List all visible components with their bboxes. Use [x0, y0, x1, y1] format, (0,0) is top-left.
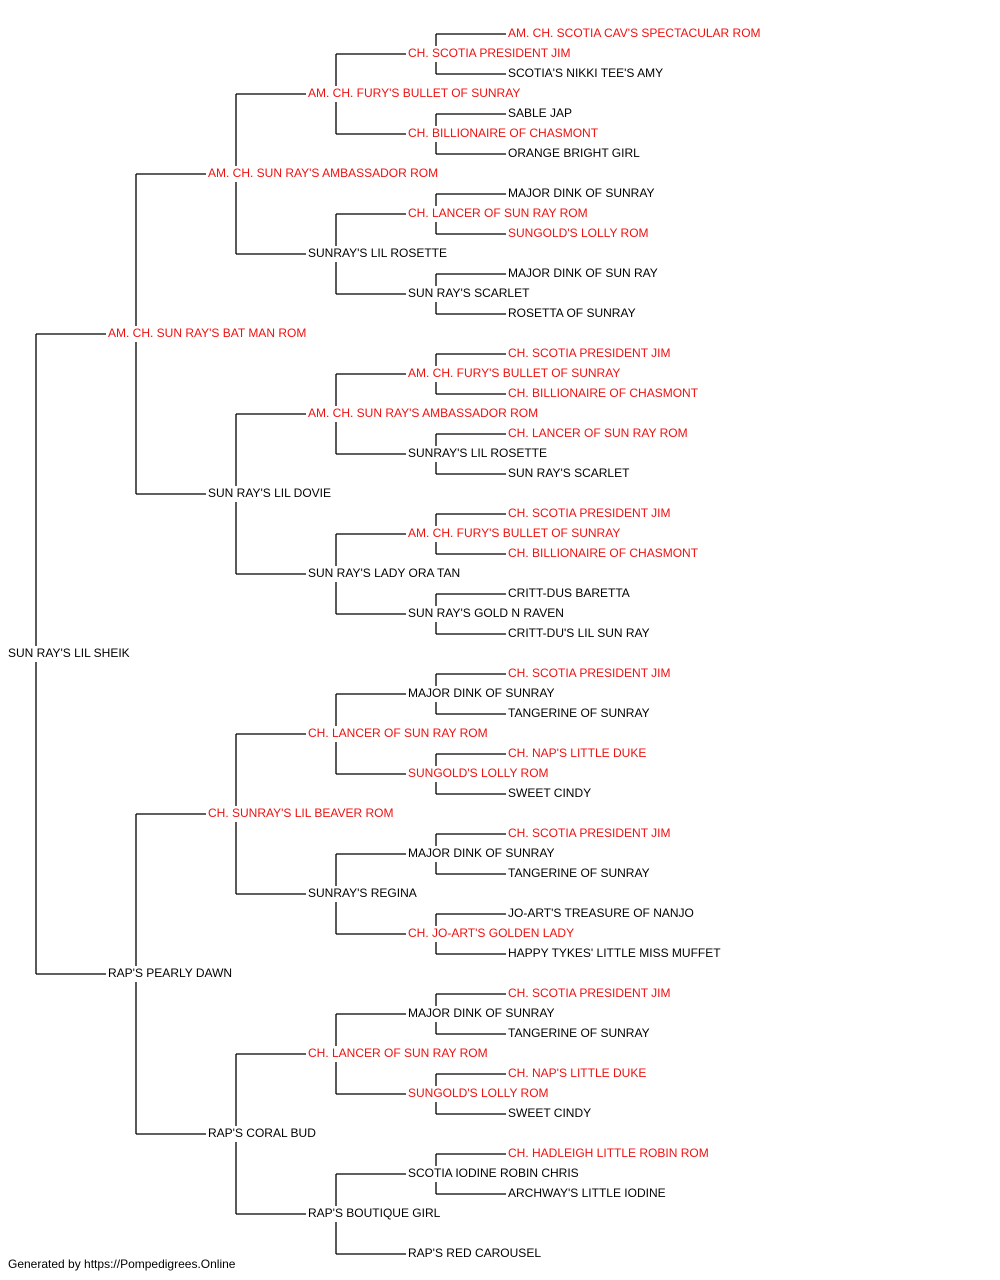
ancestor-root-dam-dam-sire-sire-sire: CH. SCOTIA PRESIDENT JIM	[508, 986, 670, 1000]
subject-dog-root: SUN RAY'S LIL SHEIK	[8, 646, 130, 660]
ancestor-root-sire-dam-dam-dam: SUN RAY'S GOLD N RAVEN	[408, 606, 564, 620]
ancestor-root-sire-dam-sire: AM. CH. SUN RAY'S AMBASSADOR ROM	[308, 406, 538, 420]
ancestor-root-sire-dam-dam-sire-sire: CH. SCOTIA PRESIDENT JIM	[508, 506, 670, 520]
ancestor-root-sire-dam-dam: SUN RAY'S LADY ORA TAN	[308, 566, 460, 580]
ancestor-root-dam-dam-sire-dam-sire: CH. NAP'S LITTLE DUKE	[508, 1066, 646, 1080]
ancestor-root-dam-sire-sire-sire: MAJOR DINK OF SUNRAY	[408, 686, 554, 700]
ancestor-root-sire-dam-dam-sire-dam: CH. BILLIONAIRE OF CHASMONT	[508, 546, 699, 560]
ancestor-root-sire-dam-sire-dam-sire: CH. LANCER OF SUN RAY ROM	[508, 426, 688, 440]
generated-by-footer: Generated by https://Pompedigrees.Online	[8, 1257, 236, 1271]
ancestor-root-sire-sire-sire-sire-sire: AM. CH. SCOTIA CAV'S SPECTACULAR ROM	[508, 26, 761, 40]
ancestor-root-dam-dam-sire: CH. LANCER OF SUN RAY ROM	[308, 1046, 488, 1060]
ancestor-root-dam-sire-sire-dam-sire: CH. NAP'S LITTLE DUKE	[508, 746, 646, 760]
ancestor-root-sire-sire-dam-dam: SUN RAY'S SCARLET	[408, 286, 530, 300]
ancestor-root-dam-sire-sire-dam: SUNGOLD'S LOLLY ROM	[408, 766, 549, 780]
ancestor-root-sire-sire-sire-dam: CH. BILLIONAIRE OF CHASMONT	[408, 126, 599, 140]
ancestor-root-dam-dam-dam: RAP'S BOUTIQUE GIRL	[308, 1206, 441, 1220]
ancestor-root-sire-sire-sire: AM. CH. FURY'S BULLET OF SUNRAY	[308, 86, 520, 100]
ancestor-root-sire-dam-sire-sire-sire: CH. SCOTIA PRESIDENT JIM	[508, 346, 670, 360]
ancestor-root-sire-sire-sire-dam-sire: SABLE JAP	[508, 106, 572, 120]
ancestor-root-dam-sire-sire: CH. LANCER OF SUN RAY ROM	[308, 726, 488, 740]
ancestor-root-sire-dam-sire-dam: SUNRAY'S LIL ROSETTE	[408, 446, 547, 460]
ancestor-root-sire-sire-dam-sire-dam: SUNGOLD'S LOLLY ROM	[508, 226, 649, 240]
ancestor-root-dam-sire-dam-dam: CH. JO-ART'S GOLDEN LADY	[408, 926, 574, 940]
ancestor-root-dam-sire-dam-dam-dam: HAPPY TYKES' LITTLE MISS MUFFET	[508, 946, 721, 960]
ancestor-root-sire-dam: SUN RAY'S LIL DOVIE	[208, 486, 331, 500]
ancestor-root-sire-sire-sire-dam-dam: ORANGE BRIGHT GIRL	[508, 146, 640, 160]
ancestor-root-dam-dam-sire-dam-dam: SWEET CINDY	[508, 1106, 591, 1120]
ancestor-root-dam: RAP'S PEARLY DAWN	[108, 966, 232, 980]
ancestor-root-dam-dam-dam-sire-dam: ARCHWAY'S LITTLE IODINE	[508, 1186, 666, 1200]
ancestor-root-dam-sire-dam-dam-sire: JO-ART'S TREASURE OF NANJO	[508, 906, 694, 920]
ancestor-root-dam-dam-sire-dam: SUNGOLD'S LOLLY ROM	[408, 1086, 549, 1100]
ancestor-root-dam-sire-sire-dam-dam: SWEET CINDY	[508, 786, 591, 800]
ancestor-root-sire-dam-sire-sire: AM. CH. FURY'S BULLET OF SUNRAY	[408, 366, 620, 380]
ancestor-root-dam-dam: RAP'S CORAL BUD	[208, 1126, 316, 1140]
ancestor-root-sire-dam-sire-sire-dam: CH. BILLIONAIRE OF CHASMONT	[508, 386, 699, 400]
ancestor-root-dam-dam-sire-sire-dam: TANGERINE OF SUNRAY	[508, 1026, 650, 1040]
ancestor-root-sire-dam-sire-dam-dam: SUN RAY'S SCARLET	[508, 466, 630, 480]
ancestor-root-sire-sire-dam-sire-sire: MAJOR DINK OF SUNRAY	[508, 186, 654, 200]
ancestor-root-sire-sire-dam-dam-dam: ROSETTA OF SUNRAY	[508, 306, 636, 320]
ancestor-root-sire: AM. CH. SUN RAY'S BAT MAN ROM	[108, 326, 306, 340]
ancestor-root-dam-dam-dam-sire-sire: CH. HADLEIGH LITTLE ROBIN ROM	[508, 1146, 709, 1160]
ancestor-root-sire-dam-dam-sire: AM. CH. FURY'S BULLET OF SUNRAY	[408, 526, 620, 540]
ancestor-root-sire-sire-dam-dam-sire: MAJOR DINK OF SUN RAY	[508, 266, 658, 280]
ancestor-root-sire-sire: AM. CH. SUN RAY'S AMBASSADOR ROM	[208, 166, 438, 180]
ancestor-root-dam-sire-dam-sire: MAJOR DINK OF SUNRAY	[408, 846, 554, 860]
ancestor-root-sire-dam-dam-dam-dam: CRITT-DU'S LIL SUN RAY	[508, 626, 650, 640]
ancestor-root-sire-sire-sire-sire-dam: SCOTIA'S NIKKI TEE'S AMY	[508, 66, 663, 80]
ancestor-root-dam-sire: CH. SUNRAY'S LIL BEAVER ROM	[208, 806, 393, 820]
ancestor-root-dam-sire-sire-sire-sire: CH. SCOTIA PRESIDENT JIM	[508, 666, 670, 680]
ancestor-root-dam-sire-dam-sire-sire: CH. SCOTIA PRESIDENT JIM	[508, 826, 670, 840]
ancestor-root-sire-sire-dam: SUNRAY'S LIL ROSETTE	[308, 246, 447, 260]
ancestor-root-dam-dam-dam-sire: SCOTIA IODINE ROBIN CHRIS	[408, 1166, 579, 1180]
ancestor-root-sire-sire-dam-sire: CH. LANCER OF SUN RAY ROM	[408, 206, 588, 220]
ancestor-root-dam-dam-dam-dam: RAP'S RED CAROUSEL	[408, 1246, 541, 1260]
ancestor-root-sire-sire-sire-sire: CH. SCOTIA PRESIDENT JIM	[408, 46, 570, 60]
ancestor-root-dam-sire-sire-sire-dam: TANGERINE OF SUNRAY	[508, 706, 650, 720]
ancestor-root-sire-dam-dam-dam-sire: CRITT-DUS BARETTA	[508, 586, 630, 600]
ancestor-root-dam-dam-sire-sire: MAJOR DINK OF SUNRAY	[408, 1006, 554, 1020]
ancestor-root-dam-sire-dam-sire-dam: TANGERINE OF SUNRAY	[508, 866, 650, 880]
ancestor-root-dam-sire-dam: SUNRAY'S REGINA	[308, 886, 417, 900]
